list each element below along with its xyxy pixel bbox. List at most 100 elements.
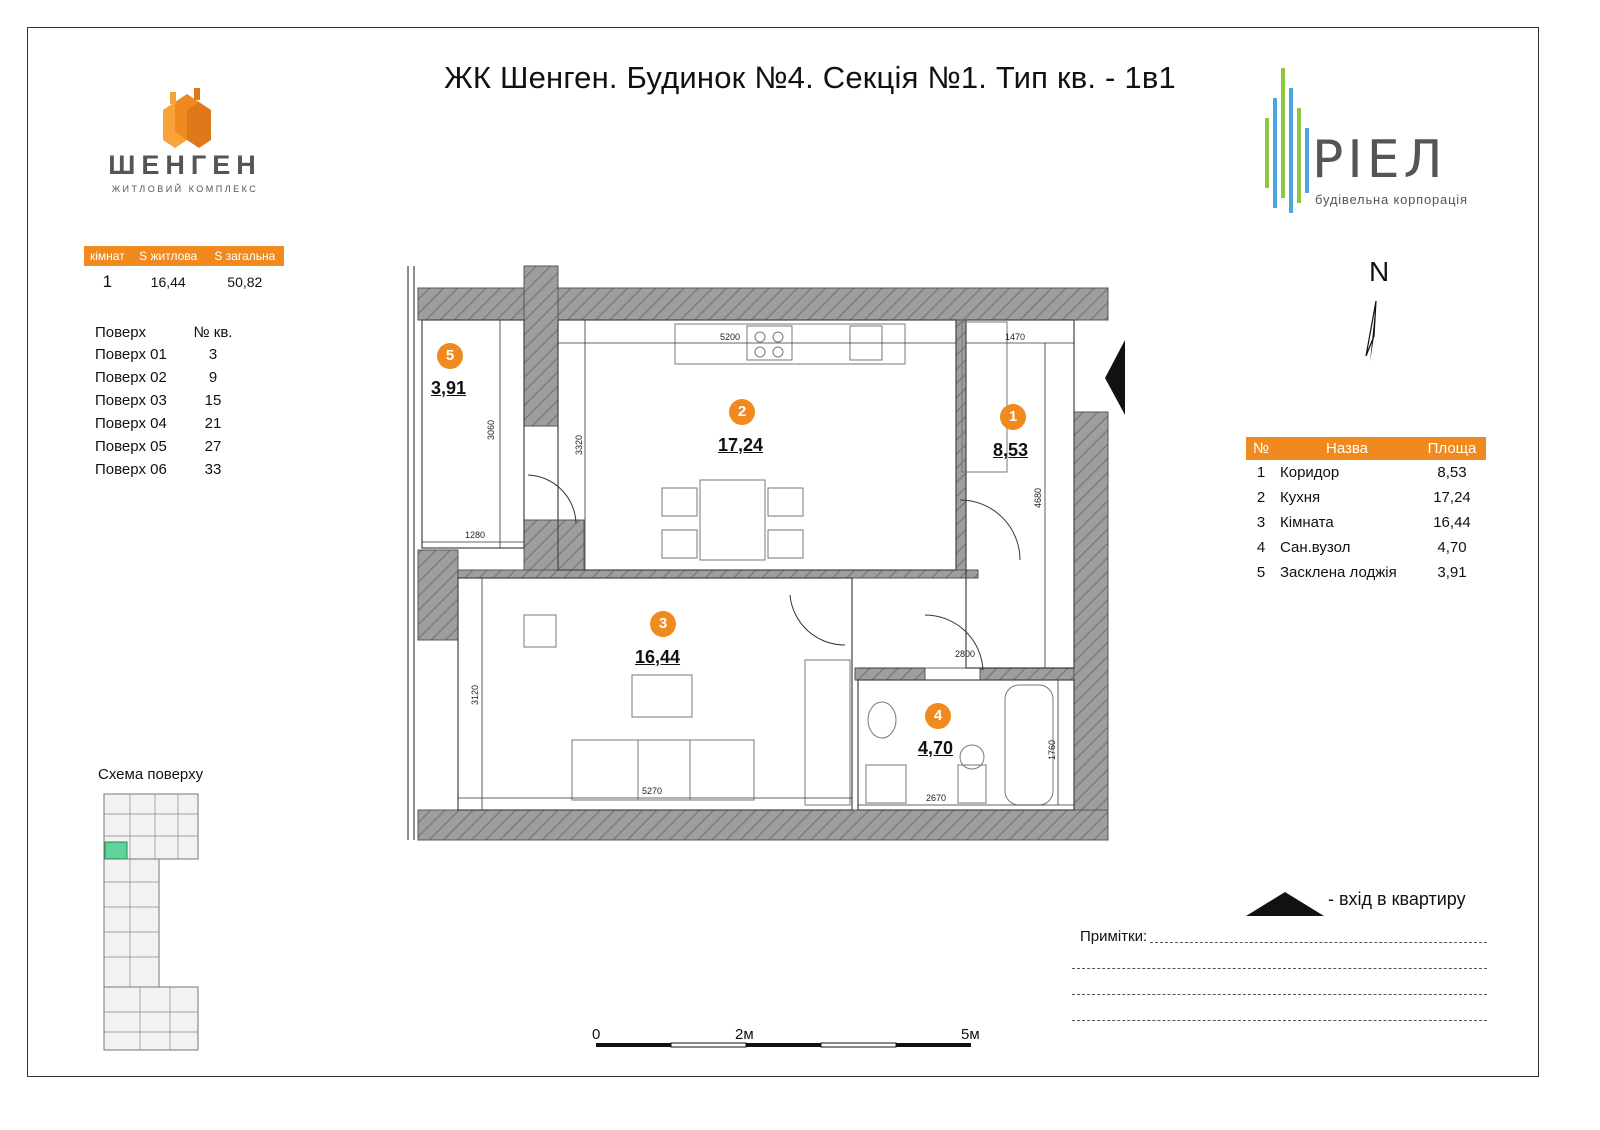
floors-header: № кв. bbox=[193, 324, 233, 341]
notes-label: Примітки: bbox=[1080, 928, 1148, 945]
dimension-label: 5200 bbox=[720, 332, 740, 342]
room-number: 1 bbox=[1256, 464, 1266, 481]
floor-name: Поверх 05 bbox=[95, 438, 167, 455]
summary-living-area-value: 16,44 bbox=[150, 274, 186, 290]
rooms-header: Площа bbox=[1418, 437, 1486, 460]
room-area: 16,44 bbox=[1433, 514, 1471, 531]
room-number: 4 bbox=[1256, 539, 1266, 556]
room-area: 3,91 bbox=[1437, 564, 1467, 581]
scale-label: 2м bbox=[735, 1026, 754, 1043]
table-row: Поверх 01 3 bbox=[90, 343, 233, 366]
page-title: ЖК Шенген. Будинок №4. Секція №1. Тип кв… bbox=[444, 60, 1176, 95]
apartment-number: 21 bbox=[204, 415, 222, 432]
summary-table: кімнат S житлова S загальна 1 16,44 50,8… bbox=[84, 246, 284, 298]
north-label: N bbox=[1369, 256, 1390, 287]
table-row: 5 Засклена лоджія 3,91 bbox=[1246, 560, 1486, 585]
dimension-label: 2800 bbox=[955, 649, 975, 659]
room-marker-5: 5 bbox=[437, 343, 463, 369]
room-name: Засклена лоджія bbox=[1280, 564, 1397, 581]
floors-table: Поверх № кв. Поверх 01 3 Поверх 02 9 Повер… bbox=[90, 322, 233, 481]
table-row: Поверх 06 33 bbox=[90, 458, 233, 481]
room-number: 2 bbox=[1256, 489, 1266, 506]
entry-arrow-icon bbox=[1246, 892, 1324, 916]
room-marker-1: 1 bbox=[1000, 404, 1026, 430]
notes-line bbox=[1072, 968, 1487, 969]
room-name: Сан.вузол bbox=[1280, 539, 1351, 556]
room-name: Коридор bbox=[1280, 464, 1340, 481]
schengen-logo-icon bbox=[163, 88, 211, 148]
apartment-number: 15 bbox=[204, 392, 222, 409]
room-name: Кімната bbox=[1280, 514, 1334, 531]
summary-header: S житлова bbox=[130, 246, 206, 266]
room-area: 8,53 bbox=[1437, 464, 1467, 481]
summary-total-area-value: 50,82 bbox=[227, 274, 263, 290]
room-marker-3: 3 bbox=[650, 611, 676, 637]
room-area-label-4: 4,70 bbox=[918, 738, 954, 758]
floors-header: Поверх bbox=[95, 324, 146, 341]
floor-name: Поверх 02 bbox=[95, 369, 167, 386]
riel-brand-name: РІЕЛ bbox=[1312, 130, 1447, 190]
floor-plan: 5200 1470 3060 3320 1280 4680 2800 3120 … bbox=[407, 265, 1125, 841]
table-row: Поверх 02 9 bbox=[90, 366, 233, 389]
scale-label: 5м bbox=[961, 1026, 980, 1043]
rooms-header: № bbox=[1246, 437, 1276, 460]
room-area-label-3: 16,44 bbox=[635, 647, 681, 667]
floor-name: Поверх 03 bbox=[95, 392, 167, 409]
table-row: Поверх 03 15 bbox=[90, 389, 233, 412]
table-row: 1 Коридор 8,53 bbox=[1246, 460, 1486, 485]
table-row: 2 Кухня 17,24 bbox=[1246, 485, 1486, 510]
drawing-frame bbox=[27, 27, 1539, 1077]
room-area: 4,70 bbox=[1437, 539, 1467, 556]
room-number: 5 bbox=[1256, 564, 1266, 581]
room-marker-2: 2 bbox=[729, 399, 755, 425]
floor-name: Поверх 01 bbox=[95, 346, 167, 363]
scale-bar: 0 2м 5м bbox=[592, 1026, 980, 1048]
dimension-label: 5270 bbox=[642, 786, 662, 796]
north-arrow-icon bbox=[1365, 300, 1377, 362]
apartment-number: 27 bbox=[204, 438, 222, 455]
table-row: Поверх 04 21 bbox=[90, 412, 233, 435]
room-area-label-2: 17,24 bbox=[718, 435, 764, 455]
notes-line bbox=[1072, 994, 1487, 995]
floor-name: Поверх 04 bbox=[95, 415, 167, 432]
room-area: 17,24 bbox=[1433, 489, 1471, 506]
scale-label: 0 bbox=[592, 1026, 600, 1043]
entry-marker-icon bbox=[1105, 340, 1125, 415]
dimension-label: 1470 bbox=[1005, 332, 1025, 342]
rooms-header: Назва bbox=[1276, 437, 1418, 460]
riel-logo-icon bbox=[1265, 68, 1309, 213]
summary-rooms-value: 1 bbox=[102, 272, 113, 291]
floor-scheme-image bbox=[103, 793, 199, 1051]
apartment-number: 9 bbox=[208, 369, 218, 386]
dimension-label: 2670 bbox=[926, 793, 946, 803]
table-row: 4 Сан.вузол 4,70 bbox=[1246, 535, 1486, 560]
dimension-label: 1760 bbox=[1047, 740, 1057, 760]
summary-header: кімнат bbox=[84, 246, 131, 266]
apartment-number: 33 bbox=[204, 461, 222, 478]
apartment-number: 3 bbox=[208, 346, 218, 363]
highlighted-apartment bbox=[104, 841, 128, 860]
wall bbox=[417, 265, 1109, 841]
summary-header: S загальна bbox=[205, 246, 284, 266]
floor-name: Поверх 06 bbox=[95, 461, 167, 478]
notes-line bbox=[1150, 942, 1487, 943]
dimension-label: 1280 bbox=[465, 530, 485, 540]
table-row: Поверх 05 27 bbox=[90, 435, 233, 458]
notes-line bbox=[1072, 1020, 1487, 1021]
room-name: Кухня bbox=[1280, 489, 1321, 506]
room-area-label-1: 8,53 bbox=[993, 440, 1029, 460]
schengen-brand-name: ШЕНГЕН bbox=[108, 150, 262, 180]
dimension-label: 4680 bbox=[1033, 488, 1043, 508]
dimension-label: 3060 bbox=[486, 420, 496, 440]
schengen-brand-subtitle: ЖИТЛОВИЙ КОМПЛЕКС bbox=[111, 184, 259, 194]
dimension-label: 3320 bbox=[574, 435, 584, 455]
dimension-label: 3120 bbox=[470, 685, 480, 705]
room-marker-4: 4 bbox=[925, 703, 951, 729]
floor-scheme-label: Схема поверху bbox=[98, 766, 204, 783]
riel-brand-subtitle: будівельна корпорація bbox=[1315, 192, 1468, 207]
table-row: 3 Кімната 16,44 bbox=[1246, 510, 1486, 535]
room-area-label-5: 3,91 bbox=[431, 378, 467, 398]
room-number: 3 bbox=[1256, 514, 1266, 531]
entry-legend-text: - вхід в квартиру bbox=[1328, 889, 1466, 909]
rooms-table: № Назва Площа 1 Коридор 8,53 2 Кухня 17,24 3… bbox=[1246, 437, 1486, 585]
